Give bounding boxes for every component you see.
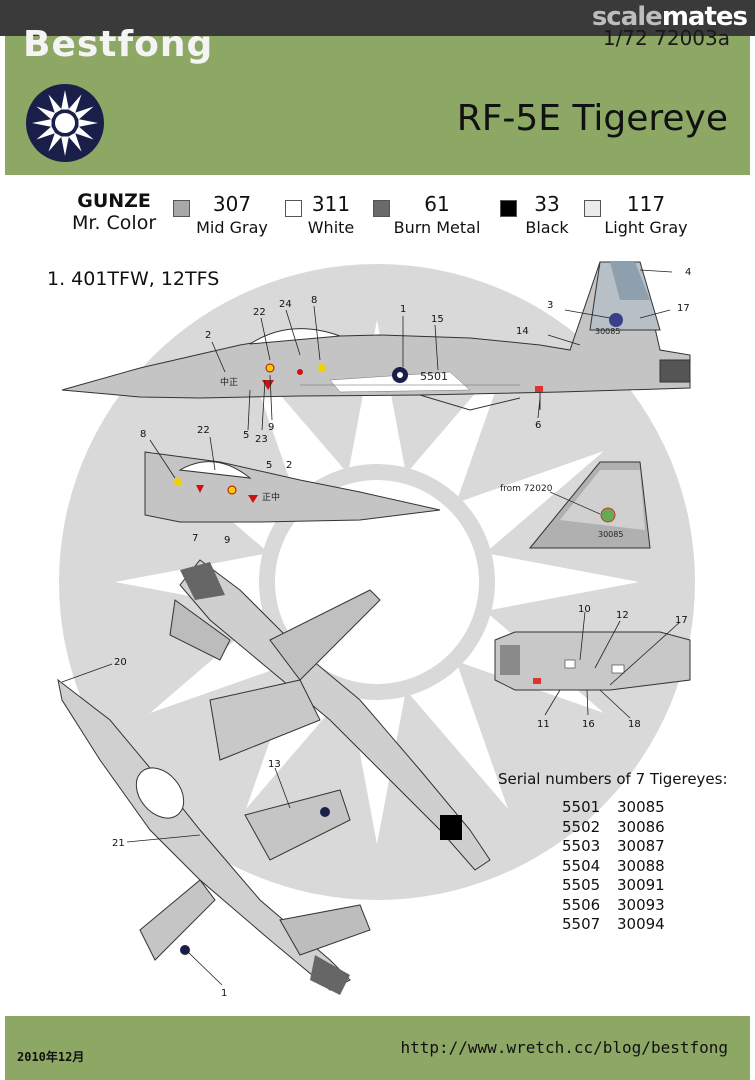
svg-text:9: 9 [268, 422, 274, 433]
svg-text:1: 1 [400, 304, 406, 315]
serial-nose: 5502 [562, 817, 601, 836]
serial-tail: 30094 [617, 915, 665, 933]
page-title: RF-5E Tigereye [456, 98, 728, 139]
top-view-aircraft [169, 559, 491, 871]
serial-row: 5504 30088 [562, 857, 672, 875]
side-view-aircraft: 5501 30085 中正 [61, 261, 691, 411]
fuselage-detail [494, 631, 691, 691]
svg-text:5: 5 [243, 430, 249, 441]
serial-nose: 5507 [562, 915, 601, 933]
tail-detail: 30085 from 72020 [500, 461, 651, 549]
callout-lines [61, 269, 681, 986]
svg-text:15: 15 [431, 314, 444, 325]
svg-text:14: 14 [516, 326, 529, 337]
svg-text:13: 13 [268, 759, 281, 770]
svg-text:21: 21 [112, 838, 125, 849]
paint-swatch-117 [584, 200, 601, 217]
brand-logo: Bestfong [23, 24, 214, 65]
bottom-view-aircraft [57, 678, 371, 995]
svg-text:18: 18 [628, 719, 641, 730]
nose-serial: 5501 [420, 370, 448, 383]
serial-tail: 30085 [617, 798, 665, 816]
svg-text:1: 1 [221, 988, 227, 999]
footer-date: 2010年12月 [17, 1050, 85, 1064]
serial-tail: 30086 [617, 817, 665, 836]
svg-text:22: 22 [253, 307, 266, 318]
serials-title: Serial numbers of 7 Tigereyes: [498, 770, 728, 788]
svg-text:3: 3 [547, 300, 553, 311]
serial-nose: 5503 [562, 837, 601, 855]
paint-swatch-33 [500, 200, 517, 217]
svg-text:10: 10 [578, 604, 591, 615]
roc-roundel-icon [26, 84, 104, 162]
svg-text:5: 5 [266, 460, 272, 471]
svg-text:11: 11 [537, 719, 550, 730]
serial-nose: 5506 [562, 895, 601, 914]
svg-text:12: 12 [616, 610, 629, 621]
svg-text:4: 4 [685, 267, 691, 278]
paint-33: 33 Black [525, 192, 569, 237]
serial-row: 5507 30094 [562, 915, 672, 933]
serial-row: 5503 30087 [562, 837, 672, 855]
top-bar: scalemates [0, 0, 755, 36]
tail-serial-alt: 30085 [598, 530, 623, 539]
svg-text:17: 17 [677, 303, 690, 314]
kit-scale-number: 1/72 72003a [602, 26, 730, 50]
serial-row: 5501 30085 [562, 798, 672, 816]
aircraft-drawings: 5501 30085 中正 正中 30085 from 72020 [57, 261, 695, 999]
svg-text:23: 23 [255, 434, 268, 445]
svg-text:16: 16 [582, 719, 595, 730]
serial-tail: 30088 [617, 856, 665, 875]
svg-text:中正: 中正 [220, 376, 238, 388]
svg-text:2: 2 [286, 460, 292, 471]
svg-text:2: 2 [205, 330, 211, 341]
serial-row: 5505 30091 [562, 876, 672, 894]
svg-text:22: 22 [197, 425, 210, 436]
svg-text:正中: 正中 [262, 491, 280, 503]
serial-nose: 5501 [562, 798, 601, 816]
paint-117: 117 Light Gray [604, 192, 688, 237]
section-title: 1. 401TFW, 12TFS [47, 268, 220, 290]
paint-swatch-307 [173, 200, 190, 217]
paint-swatch-61 [373, 200, 390, 217]
svg-text:17: 17 [675, 615, 688, 626]
svg-text:8: 8 [140, 429, 146, 440]
callout-numbers: 1 2 3 4 5 6 8 9 14 15 17 22 23 24 2 5 7 … [112, 267, 691, 999]
svg-text:8: 8 [311, 295, 317, 306]
paint-brand: GUNZE Mr. Color [72, 190, 157, 234]
header-panel: Bestfong 1/72 72003a RF-5E Tigereye [5, 24, 750, 175]
tail-note: from 72020 [500, 484, 553, 494]
serial-row: 5502 30086 [562, 818, 672, 836]
footer-url: http://www.wretch.cc/blog/bestfong [400, 1038, 728, 1057]
serial-tail: 30087 [617, 837, 665, 855]
svg-text:24: 24 [279, 299, 292, 310]
svg-text:6: 6 [535, 420, 541, 431]
serial-row: 5506 30093 [562, 896, 672, 914]
paint-61: 61 Burn Metal [393, 192, 481, 237]
scalemates-watermark: scalemates [591, 2, 748, 32]
tail-serial: 30085 [595, 327, 620, 336]
svg-text:20: 20 [114, 657, 127, 668]
svg-text:9: 9 [224, 535, 230, 546]
serial-nose: 5504 [562, 856, 601, 875]
paint-307: 307 Mid Gray [196, 192, 268, 237]
serial-tail: 30093 [617, 895, 665, 914]
footer-panel: 2010年12月 http://www.wretch.cc/blog/bestf… [5, 1016, 750, 1080]
svg-text:7: 7 [192, 533, 198, 544]
paint-swatch-311 [285, 200, 302, 217]
serial-tail: 30091 [617, 876, 665, 894]
paint-311: 311 White [307, 192, 355, 237]
serial-nose: 5505 [562, 876, 601, 894]
